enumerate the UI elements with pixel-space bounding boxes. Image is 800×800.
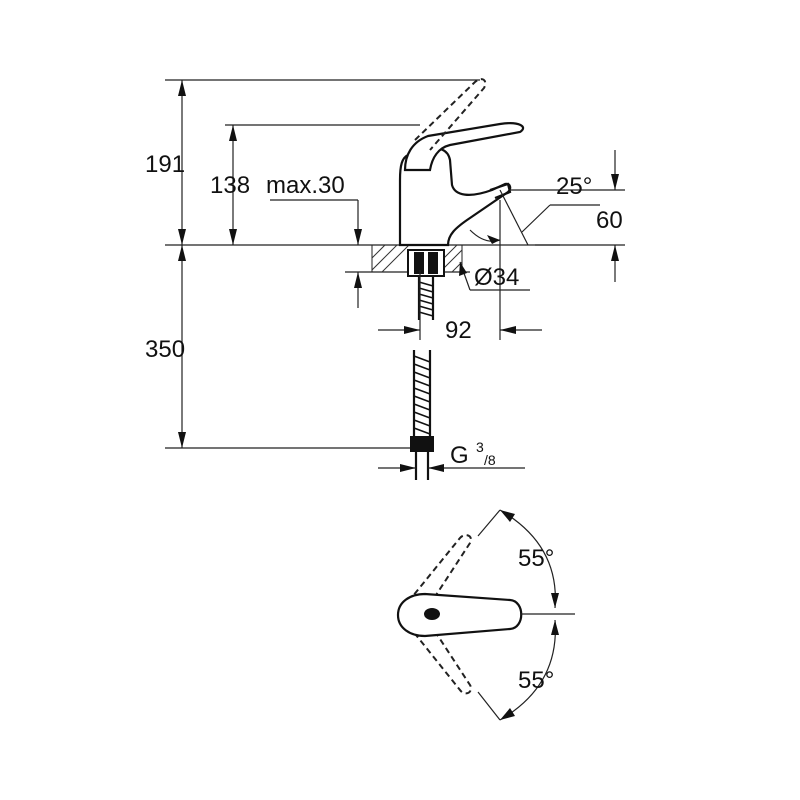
- arrow-head: [487, 235, 500, 244]
- arrow-head: [459, 262, 467, 276]
- lever-top-solid: [396, 592, 523, 638]
- dimension-label-25-deg: 25°: [556, 173, 592, 200]
- arrow-head: [229, 125, 237, 141]
- lever-rotated-up-outline: [407, 534, 472, 613]
- arrow-head: [551, 593, 559, 608]
- arrow-head: [500, 708, 515, 720]
- arrow-head: [178, 432, 186, 448]
- dimension-label-92: 92: [445, 317, 472, 344]
- arrow-head: [178, 229, 186, 245]
- dimension-label-max30: max.30: [266, 172, 345, 199]
- arrow-head: [551, 620, 559, 635]
- arrow-head: [428, 464, 444, 472]
- lever-raised-outline: [414, 78, 487, 151]
- arrow-head: [611, 174, 619, 190]
- arrow-head: [611, 245, 619, 261]
- angle-leader: [521, 204, 551, 233]
- connection-label-sub: /8: [484, 452, 496, 468]
- rotation-label-bottom: 55°: [518, 667, 554, 694]
- rotation-label-top: 55°: [518, 545, 554, 572]
- arrow-head: [354, 272, 362, 288]
- arrow-head: [229, 229, 237, 245]
- spout-angle-line: [499, 189, 529, 246]
- top-limit-line: [477, 509, 501, 537]
- arrow-head: [178, 80, 186, 96]
- top-view: 55° 55°: [396, 509, 575, 721]
- lever-rotated-down-outline: [407, 615, 472, 695]
- dimension-label-60: 60: [596, 207, 623, 234]
- dimension-label-191: 191: [145, 151, 185, 178]
- connection-label-g: G: [450, 442, 469, 469]
- supply-hose: [410, 350, 434, 480]
- dimension-label-138: 138: [210, 172, 250, 199]
- side-view: 191 138 max.30 25° 60 Ø34 92 350 G 3 /8: [145, 78, 625, 480]
- dimension-label-diameter-34: Ø34: [474, 264, 519, 291]
- arrow-head: [500, 326, 516, 334]
- bottom-limit-line: [477, 691, 501, 721]
- connection-label-sup: 3: [476, 439, 484, 455]
- mounting-assembly: [407, 249, 445, 320]
- arrow-head: [404, 326, 420, 334]
- dimension-label-350: 350: [145, 336, 185, 363]
- arrow-head: [178, 245, 186, 261]
- lever-handle: [403, 122, 525, 172]
- arrow-head: [400, 464, 416, 472]
- arrow-head: [354, 229, 362, 245]
- arrow-head: [500, 510, 515, 522]
- lever-pivot: [424, 608, 440, 620]
